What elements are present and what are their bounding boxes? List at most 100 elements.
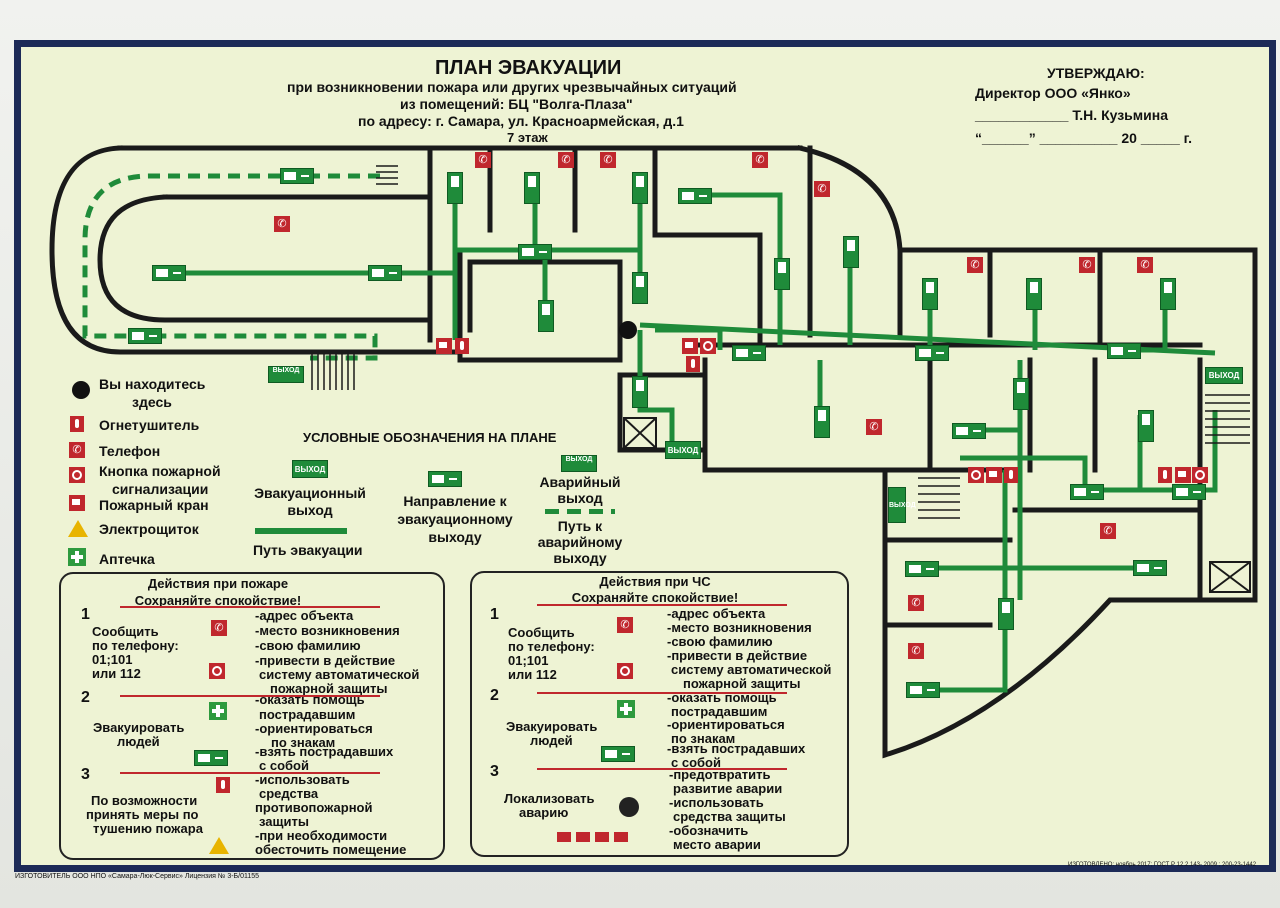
- legend-emergency-path-3: выходу: [553, 550, 607, 566]
- direction-sign: [814, 406, 830, 438]
- direction-sign: [601, 746, 635, 762]
- fire-alarm-button-icon: [69, 467, 85, 483]
- fire-alarm-button-icon: [1192, 467, 1208, 483]
- direction-sign: [152, 265, 186, 281]
- emergency-step-1-label-2: по телефону:: [508, 639, 595, 654]
- stairs-left: [311, 352, 355, 390]
- fire-step-2-label-1: Эвакуировать: [93, 720, 185, 735]
- direction-sign: [915, 345, 949, 361]
- legend-extinguisher: Огнетушитель: [99, 417, 200, 433]
- emergency-step-3-label-1: Локализовать: [504, 791, 595, 806]
- direction-sign: [632, 272, 648, 304]
- approval-director: Директор ООО «Янко»: [975, 85, 1131, 101]
- telephone-icon: ✆: [1137, 257, 1153, 273]
- telephone-icon: ✆: [752, 152, 768, 168]
- wall-inner-oval: [97, 194, 433, 323]
- direction-sign: [280, 168, 314, 184]
- fire-step-1-label-1: Сообщить: [92, 624, 159, 639]
- fire-step-3-label-1: По возможности: [91, 793, 198, 808]
- emergency-step-1-item-2: -место возникновения: [667, 620, 812, 635]
- direction-sign: [732, 345, 766, 361]
- emergency-step-1-label-1: Сообщить: [508, 625, 575, 640]
- telephone-icon: ✆: [600, 152, 616, 168]
- direction-sign: [678, 188, 712, 204]
- elevator-center: [623, 417, 657, 449]
- emergency-step-2-label-2: людей: [530, 733, 573, 748]
- legend-electrical: Электрощиток: [99, 521, 199, 537]
- legend-emergency-exit-1: Аварийный: [539, 474, 621, 490]
- emergency-step-3-item-5: -обозначить: [669, 823, 749, 838]
- wall-left-rounded: [49, 145, 463, 355]
- wall-center-stair-block: [427, 145, 623, 363]
- fire-hydrant-icon: [69, 495, 85, 511]
- telephone-icon: ✆: [814, 181, 830, 197]
- fire-step-2-item-6: с собой: [259, 758, 309, 773]
- plan-address: по адресу: г. Самара, ул. Красноармейска…: [358, 113, 684, 129]
- direction-sign: [1172, 484, 1206, 500]
- plan-floor: 7 этаж: [507, 130, 548, 145]
- fire-extinguisher-icon: [70, 416, 84, 432]
- route-right-rooms: [927, 285, 1168, 353]
- telephone-icon: ✆: [617, 617, 633, 633]
- fire-step-2-item-5: -взять пострадавших: [255, 744, 394, 759]
- wall-inner-grid: [467, 232, 763, 363]
- emergency-step-1-label-4: или 112: [508, 667, 557, 682]
- wall-right-outer: [882, 247, 1258, 759]
- emergency-step-2-item-1: -оказать помощь: [667, 690, 777, 705]
- legend-direction-sign: [428, 471, 462, 487]
- fire-step-1-number: 1: [81, 606, 90, 623]
- fire-step-3-item-3: противопожарной: [255, 800, 373, 815]
- legend-emergency-path-1: Путь к: [557, 518, 603, 534]
- legend-evac-exit-2: выход: [287, 502, 333, 518]
- fire-hydrant-icon: [986, 467, 1002, 483]
- emergency-step-3-item-1: -предотвратить: [669, 767, 771, 782]
- fire-step-2-item-4: по знакам: [271, 735, 336, 750]
- fire-step-3-number: 3: [81, 766, 90, 783]
- emergency-step-2-label-1: Эвакуировать: [506, 719, 598, 734]
- telephone-icon: ✆: [908, 595, 924, 611]
- exit-sign-left: ВЫХОД: [268, 366, 304, 383]
- direction-sign: [538, 300, 554, 332]
- fire-hydrant-icon: [682, 338, 698, 354]
- emergency-marker-icon: [595, 832, 609, 842]
- electrical-panel-icon: [209, 837, 229, 854]
- route-rotunda: [690, 192, 853, 345]
- legend-emergency-exit-sign: ВЫХОД: [561, 455, 597, 472]
- legend-hydrant: Пожарный кран: [99, 497, 209, 513]
- first-aid-kit-icon: [68, 548, 86, 566]
- route-right-lower: [960, 360, 1218, 600]
- legend-emergency-path-2: аварийному: [537, 534, 623, 550]
- you-are-here-marker: [619, 321, 637, 339]
- direction-sign: [128, 328, 162, 344]
- legend-emergency-path-line: [545, 509, 615, 514]
- divider: [537, 604, 787, 606]
- direction-sign: [952, 423, 986, 439]
- direction-sign: [524, 172, 540, 204]
- direction-sign: [906, 682, 940, 698]
- electrical-panel-icon: [68, 520, 88, 537]
- telephone-icon: ✆: [211, 620, 227, 636]
- fire-panel-subtitle: Сохраняйте спокойствие!: [134, 593, 302, 608]
- fire-step-1-item-5: систему автоматической: [259, 667, 420, 682]
- emergency-step-3-item-3: -использовать: [669, 795, 764, 810]
- divider: [537, 692, 787, 694]
- emergency-step-1-item-3: -свою фамилию: [667, 634, 773, 649]
- direction-sign: [447, 172, 463, 204]
- direction-sign: [922, 278, 938, 310]
- telephone-icon: ✆: [475, 152, 491, 168]
- legend-direction-3: выходу: [428, 529, 482, 545]
- emergency-step-1-item-4: -привести в действие: [667, 648, 808, 663]
- emergency-marker-icon: [614, 832, 628, 842]
- divider: [120, 606, 380, 608]
- telephone-icon: ✆: [1100, 523, 1116, 539]
- telephone-icon: ✆: [866, 419, 882, 435]
- fire-alarm-button-icon: [968, 467, 984, 483]
- direction-sign: [1138, 410, 1154, 442]
- fire-hydrant-icon: [436, 338, 452, 354]
- fire-step-1-item-3: -свою фамилию: [255, 638, 361, 653]
- production-note: ИЗГОТОВЛЕНО: ноябрь 2017; ГОСТ Р 12.2.14…: [1068, 862, 1257, 868]
- direction-sign: [1026, 278, 1042, 310]
- emergency-step-1-label-3: 01;101: [508, 653, 549, 668]
- plan-title: ПЛАН ЭВАКУАЦИИ: [435, 57, 622, 79]
- fire-extinguisher-icon: [1004, 467, 1018, 483]
